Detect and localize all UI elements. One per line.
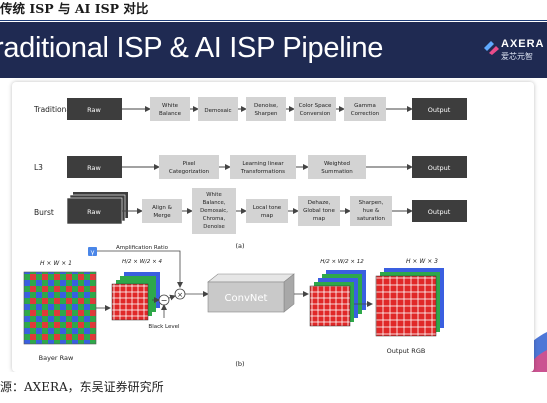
row-label: Traditional — [33, 105, 73, 114]
step-label: Sharpen,hue &saturation — [357, 200, 386, 222]
bayer-grid — [23, 271, 97, 345]
output-label: Output — [428, 106, 451, 114]
row-label: L3 — [34, 163, 43, 172]
bayer-dim: H × W × 1 — [40, 260, 72, 267]
step-box — [344, 97, 386, 121]
output-box — [412, 156, 467, 178]
step-label: Demosaic — [204, 108, 231, 114]
raw-label: Raw — [87, 208, 101, 216]
output-rgb-label: Output RGB — [387, 347, 426, 355]
convnet-label: ConvNet — [225, 293, 268, 304]
step-label: Denoise,Sharpen — [254, 103, 278, 117]
step-box — [192, 188, 236, 234]
step-box — [298, 196, 340, 226]
source-note: 源：AXERA，东吴证券研究所 — [0, 380, 164, 394]
step-box — [230, 155, 296, 179]
step-box — [294, 97, 336, 121]
step-box — [159, 155, 219, 179]
raw-box — [66, 197, 123, 225]
document-title: 传统 ISP 与 AI ISP 对比 — [0, 1, 149, 16]
raw-box — [67, 98, 122, 120]
row-label: Burst — [34, 208, 54, 217]
raw-label: Raw — [87, 106, 101, 114]
output-box — [412, 200, 467, 222]
step-box — [142, 199, 182, 223]
axera-logo-icon — [484, 41, 499, 55]
amplification-label: Amplification Ratio — [116, 245, 169, 251]
caption-a: (a) — [235, 242, 244, 250]
output-dim: H × W × 3 — [406, 258, 438, 265]
step-box — [246, 97, 286, 121]
packed-layer-red — [111, 283, 149, 321]
output-layer-red — [375, 275, 437, 337]
output-box — [412, 98, 467, 120]
raw-label: Raw — [87, 164, 101, 172]
mid-dim: H/2 × W/2 × 12 — [320, 259, 364, 265]
axera-logo: AXERA 爱芯元智 — [484, 38, 547, 66]
step-box — [198, 97, 238, 121]
step-box — [350, 196, 392, 226]
step-label: Align &Merge — [152, 205, 173, 219]
raw-box — [67, 156, 122, 178]
gamma-box — [88, 247, 97, 256]
caption-b: (b) — [235, 360, 244, 368]
logo-text-cn: 爱芯元智 — [501, 52, 533, 61]
slide-header: raditional ISP & AI ISP Pipeline AXERA 爱… — [0, 22, 547, 78]
slide: raditional ISP & AI ISP Pipeline AXERA 爱… — [0, 22, 547, 372]
packed-dim: H/2 × W/2 × 4 — [122, 259, 162, 265]
convnet-box — [207, 281, 285, 313]
output-label: Output — [428, 208, 451, 216]
gamma-symbol: γ — [91, 248, 95, 256]
step-box — [150, 97, 190, 121]
output-label: Output — [428, 164, 451, 172]
step-box — [308, 155, 366, 179]
title-rule — [0, 20, 547, 21]
slide-title: raditional ISP & AI ISP Pipeline — [0, 32, 384, 64]
figure-b: H × W × 1 Bayer Raw γ Amplification Rati… — [23, 245, 444, 368]
logo-text-en: AXERA — [501, 38, 545, 50]
bayer-label: Bayer Raw — [39, 354, 74, 362]
black-level-label: Black Level — [148, 324, 180, 330]
multiply-symbol: × — [177, 291, 183, 299]
step-box — [246, 199, 288, 223]
subtract-symbol: − — [161, 296, 168, 305]
mid-layer-red — [309, 285, 351, 327]
